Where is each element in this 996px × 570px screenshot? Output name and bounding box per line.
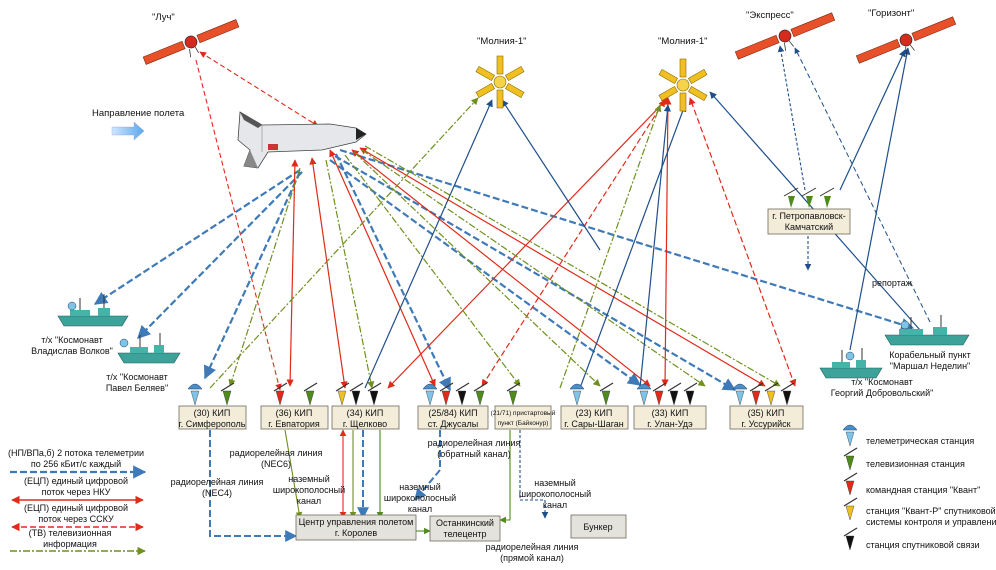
satellite-express-label: "Экспресс" [746,10,794,21]
kvant-command-icon [749,382,764,406]
satcom-station-icon [780,382,795,406]
satellite-gorizont-label: "Горизонт" [868,8,914,19]
legend-station-icons [842,424,858,551]
kvant-r-icon [764,382,779,406]
ship-belyaev-icon [117,333,181,364]
flight-direction-label: Направление полета [92,108,185,119]
tv-station-icon [220,382,235,406]
shuttle-icon [237,111,367,169]
flight-direction: Направление полета [92,108,185,141]
tv-station-icon [473,382,488,406]
legend-tv-station: телевизионная станция [866,459,965,469]
telemetry-dish-icon [842,424,858,447]
bunker: Бункер [570,514,627,539]
telemetry-dish-icon [187,383,203,406]
kvant-r-icon [843,497,858,521]
kvant-command-icon [273,382,288,406]
link-lines [93,45,931,542]
tv-station-icon [506,382,521,406]
telemetry-dish-icon [732,383,748,406]
satellite-molniya-b-icon [658,58,708,112]
petropavlovsk-label: г. Петропавловск-Камчатский [772,211,845,232]
ship-nedelin-label: Корабельный пункт"Маршал Неделин" [889,350,970,371]
ship-volkov-icon [57,294,129,327]
petropavlovsk-station-icons [783,187,835,208]
ship-nedelin-icon [884,315,970,346]
direct-channel-label: радиорелейная линия(прямой канал) [486,542,579,563]
satellite-molniya-b-label: "Молния-1" [658,36,708,47]
satellite-luch-label: "Луч" [152,12,175,23]
kvant-command-icon [439,382,454,406]
svg-text:Бункер: Бункер [583,522,612,532]
station-icons [187,382,795,406]
satcom-station-icon [683,382,698,406]
legend-stations: телеметрическая станция телевизионная ст… [842,424,996,551]
reverse-channel-label: радиорелейная линия(обратный канал) [428,438,521,459]
kvant-r-icon [335,382,350,406]
satcom-station-icon [843,527,858,551]
satellite-molniya-a-icon [475,55,525,109]
satcom-station-icon [455,382,470,406]
kvant-command-icon [843,472,858,496]
satcom-station-icon [667,382,682,406]
telemetry-dish-icon [569,383,585,406]
tv-station-icon [303,382,318,406]
satcom-station-icon [367,382,382,406]
satellite-express-icon [734,12,836,60]
kvant-command-icon [652,382,667,406]
legend-kvant-station: командная станция "Квант" [866,485,980,495]
telemetry-dish-icon [422,383,438,406]
satellite-luch-icon [142,19,240,65]
ship-dobrovolsky-icon [819,348,883,379]
nec6-label: радиорелейная линия(NEC6) [230,448,323,469]
station-petropavlovsk: г. Петропавловск-Камчатский [767,187,851,235]
satellite-gorizont-icon [855,16,957,64]
nec4-label: радиорелейная линия(NEC4) [171,477,264,498]
telemetry-dish-icon [636,383,652,406]
legend-telemetry-station: телеметрическая станция [866,436,974,446]
satcom-station-icon [349,382,364,406]
tv-station-icon [599,382,614,406]
reportazh-label: репортаж [872,278,912,288]
satellite-molniya-a-label: "Молния-1" [477,36,527,47]
legend-satcom-station: станция спутниковой связи [866,540,980,550]
tv-station-icon [843,447,858,471]
